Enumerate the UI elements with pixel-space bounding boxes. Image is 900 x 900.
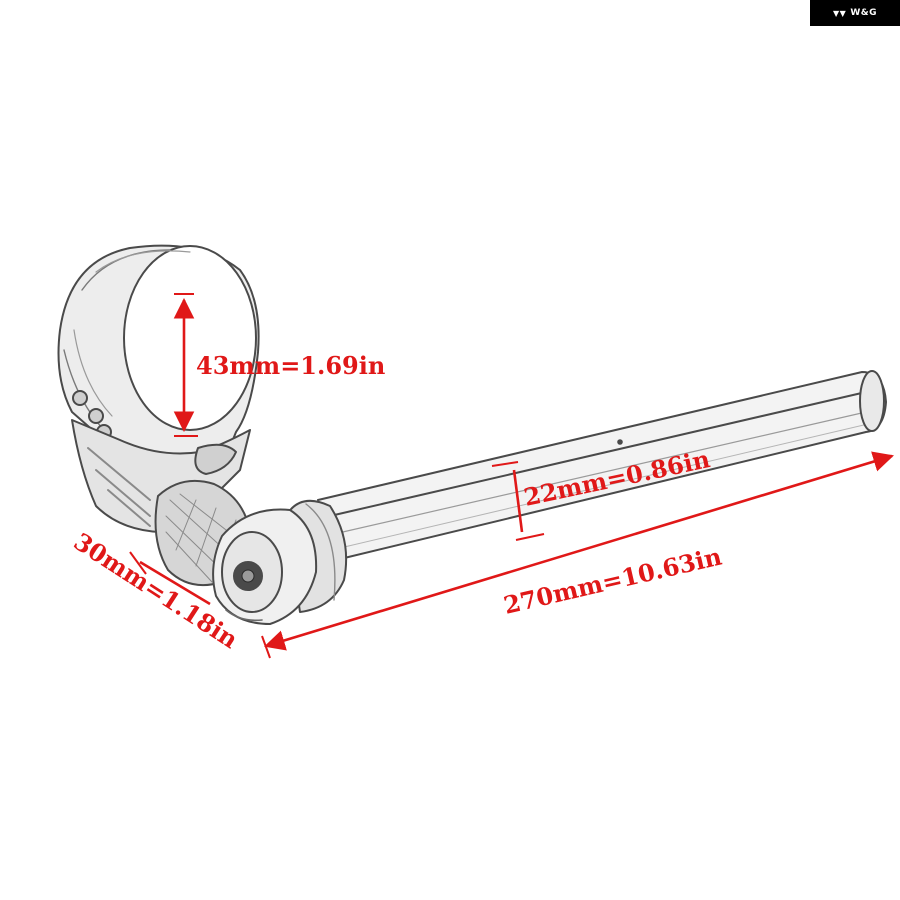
clamp-height-tick-left <box>129 551 147 575</box>
brand-badge: ▼▼ W&G <box>810 0 900 26</box>
bar-diameter-tick-bottom <box>515 533 545 541</box>
bar-length-arrow <box>264 451 894 651</box>
brand-label: W&G <box>850 8 877 18</box>
handlebar-sketch <box>57 244 887 625</box>
wings-logo-icon: ▼▼ <box>833 8 847 18</box>
clamp-diameter-label: 43mm=1.69in <box>196 351 385 380</box>
bar-length-label: 270mm=10.63in <box>501 541 725 619</box>
dimension-lines <box>129 293 894 659</box>
clamp-height-line <box>139 560 211 606</box>
bar-length-tick-left <box>261 635 271 659</box>
